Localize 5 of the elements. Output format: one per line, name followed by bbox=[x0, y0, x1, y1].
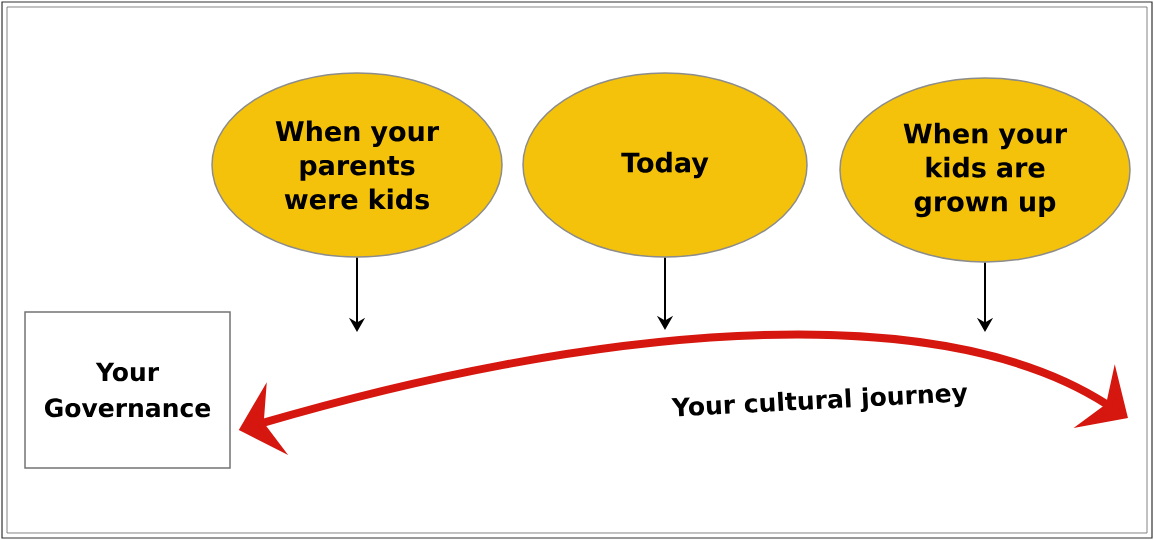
text-box: Your Governance bbox=[24, 311, 231, 469]
edge-label: Your cultural journey bbox=[671, 387, 968, 417]
ellipse-bubble: Today bbox=[522, 72, 808, 258]
ellipse-bubble: When your parents were kids bbox=[211, 72, 503, 258]
ellipse-bubble: When your kids are grown up bbox=[839, 77, 1131, 263]
